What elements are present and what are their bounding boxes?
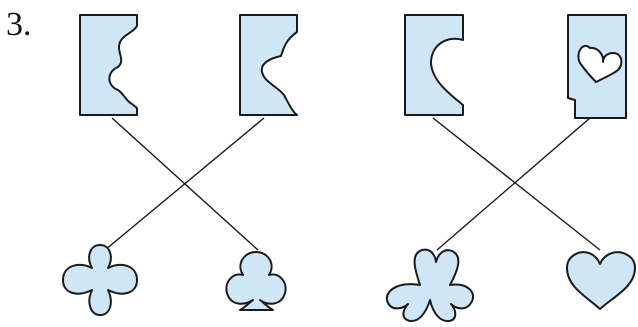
three-heart-clover-shape[interactable] [385, 248, 474, 323]
cutout-card-heart-hole[interactable] [567, 14, 627, 119]
cutout-card-curved[interactable] [239, 14, 298, 116]
match-line-2[interactable] [104, 117, 265, 251]
cutout-card-half-heart[interactable] [404, 14, 464, 116]
quatrefoil-shape[interactable] [62, 244, 138, 316]
club-shape[interactable] [225, 251, 287, 311]
match-line-4[interactable] [436, 117, 591, 251]
cutout-card-bumpy[interactable] [79, 14, 138, 116]
connecting-lines [104, 117, 601, 251]
heart-shape[interactable] [566, 251, 636, 310]
match-line-3[interactable] [432, 117, 601, 251]
problem-number: 3. [6, 6, 32, 43]
